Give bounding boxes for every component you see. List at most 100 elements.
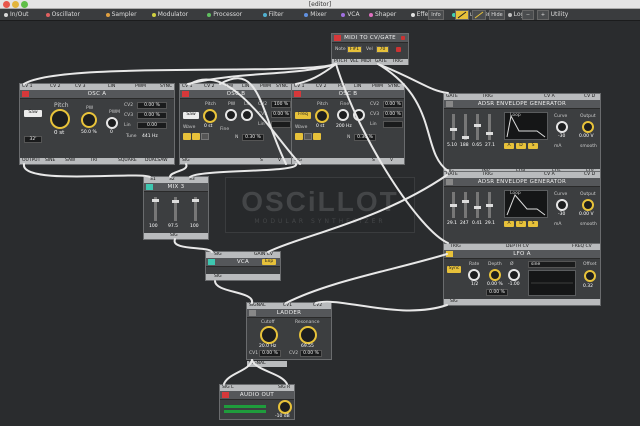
note-value[interactable]: F#1 — [347, 46, 362, 53]
menu-item-logic[interactable]: Logic — [507, 11, 529, 19]
resonance-knob[interactable] — [299, 326, 317, 344]
pw-knob[interactable] — [225, 109, 237, 121]
menu-item-vca[interactable]: VCA — [341, 11, 360, 19]
power-button[interactable] — [446, 101, 453, 107]
pitch-knob[interactable] — [315, 109, 329, 123]
pw-knob[interactable] — [81, 112, 97, 128]
pitch-knob[interactable] — [50, 109, 70, 129]
n-value[interactable]: 0.30 % — [242, 134, 264, 141]
patch-canvas[interactable]: OSCiLLOT MODULAR SYNTHESIZER MIDI TO CV/… — [0, 21, 640, 426]
lfo-percent-value[interactable]: 0.00 % — [486, 289, 508, 296]
attack-fader[interactable] — [450, 192, 457, 218]
output-knob[interactable] — [582, 121, 594, 133]
lin-knob[interactable] — [241, 109, 253, 121]
waveform-button[interactable]: Saw — [24, 110, 42, 117]
mix-fader-1[interactable] — [152, 197, 159, 221]
exp-button[interactable]: Exp — [262, 259, 276, 265]
cv2-value[interactable]: 0.00 % — [300, 350, 322, 357]
menu-item-sampler[interactable]: Sampler — [105, 11, 137, 19]
menu-item-shaper[interactable]: Shaper — [369, 11, 396, 19]
power-button[interactable] — [146, 184, 153, 190]
cv3-value[interactable]: 0.00 % — [137, 112, 167, 119]
wave-saw-button[interactable] — [192, 133, 200, 140]
cv2-value[interactable]: 100 % — [271, 101, 291, 108]
cv2-value[interactable]: 0.00 % — [383, 101, 403, 108]
curve-knob[interactable] — [556, 121, 568, 133]
waveform-button[interactable]: Saw — [183, 112, 199, 119]
cutoff-knob[interactable] — [260, 326, 278, 344]
pwm-knob[interactable] — [106, 117, 118, 129]
ladder-output-port[interactable]: SIGNAL — [247, 361, 287, 367]
release-fader[interactable] — [486, 114, 493, 140]
curve-knob[interactable] — [556, 199, 568, 211]
power-button[interactable] — [334, 35, 341, 41]
mode-a-button[interactable]: A — [504, 143, 514, 149]
cable-icon[interactable] — [472, 10, 486, 20]
cv3-value[interactable]: 0.00 % — [383, 111, 403, 118]
wave-saw-button[interactable] — [304, 133, 312, 140]
lin-value[interactable] — [383, 121, 403, 128]
mode-a-button[interactable]: A — [504, 221, 514, 227]
vca-output-port[interactable]: SIG — [206, 274, 280, 280]
sync-button[interactable]: Sync — [447, 266, 461, 273]
pitch-knob[interactable] — [203, 109, 217, 123]
lin2-value[interactable] — [271, 121, 291, 128]
mode-s-button[interactable]: S — [528, 143, 538, 149]
release-fader[interactable] — [486, 192, 493, 218]
attack-fader[interactable] — [450, 114, 457, 140]
mix-fader-3[interactable] — [192, 197, 199, 221]
wave-square-button[interactable] — [313, 133, 321, 140]
sustain-fader[interactable] — [474, 192, 481, 218]
rate-knob[interactable] — [468, 269, 480, 281]
loop-label[interactable]: Loop — [510, 113, 521, 118]
lin-knob[interactable] — [353, 109, 365, 121]
smooth-toggle[interactable]: smooth — [580, 144, 597, 149]
volume-knob[interactable] — [278, 400, 292, 414]
menu-item-oscillator[interactable]: Oscillator — [45, 11, 80, 19]
menu-item-mixer[interactable]: Mixer — [304, 11, 327, 19]
power-button[interactable] — [249, 310, 256, 316]
menu-item-processor[interactable]: Processor — [207, 11, 242, 19]
wave-square-button[interactable] — [201, 133, 209, 140]
vel-value[interactable]: 70 — [376, 46, 389, 53]
lfo-output-port[interactable]: SIG — [444, 299, 600, 305]
menu-item-filter[interactable]: Filter — [262, 11, 283, 19]
ma-toggle[interactable]: mA — [554, 144, 562, 149]
decay-fader[interactable] — [462, 114, 469, 140]
power-button[interactable] — [208, 259, 215, 265]
mode-d-button[interactable]: D — [516, 221, 526, 227]
ma-toggle[interactable]: mA — [554, 222, 562, 227]
zoom-out-button[interactable]: − — [522, 10, 534, 20]
decay-fader[interactable] — [462, 192, 469, 218]
power-button[interactable] — [22, 91, 29, 97]
freq-button[interactable]: Freq — [295, 112, 311, 119]
cv3-value[interactable]: 0.00 % — [271, 111, 291, 118]
cv1-value[interactable]: 0.00 % — [259, 350, 281, 357]
menu-item-in-out[interactable]: In/Out — [4, 11, 28, 19]
power-button[interactable] — [222, 392, 229, 398]
smooth-toggle[interactable]: smooth — [580, 222, 597, 227]
offset-knob[interactable] — [584, 270, 596, 282]
menu-item-modulator[interactable]: Modulator — [151, 11, 188, 19]
range-select[interactable]: 32' — [24, 136, 42, 143]
